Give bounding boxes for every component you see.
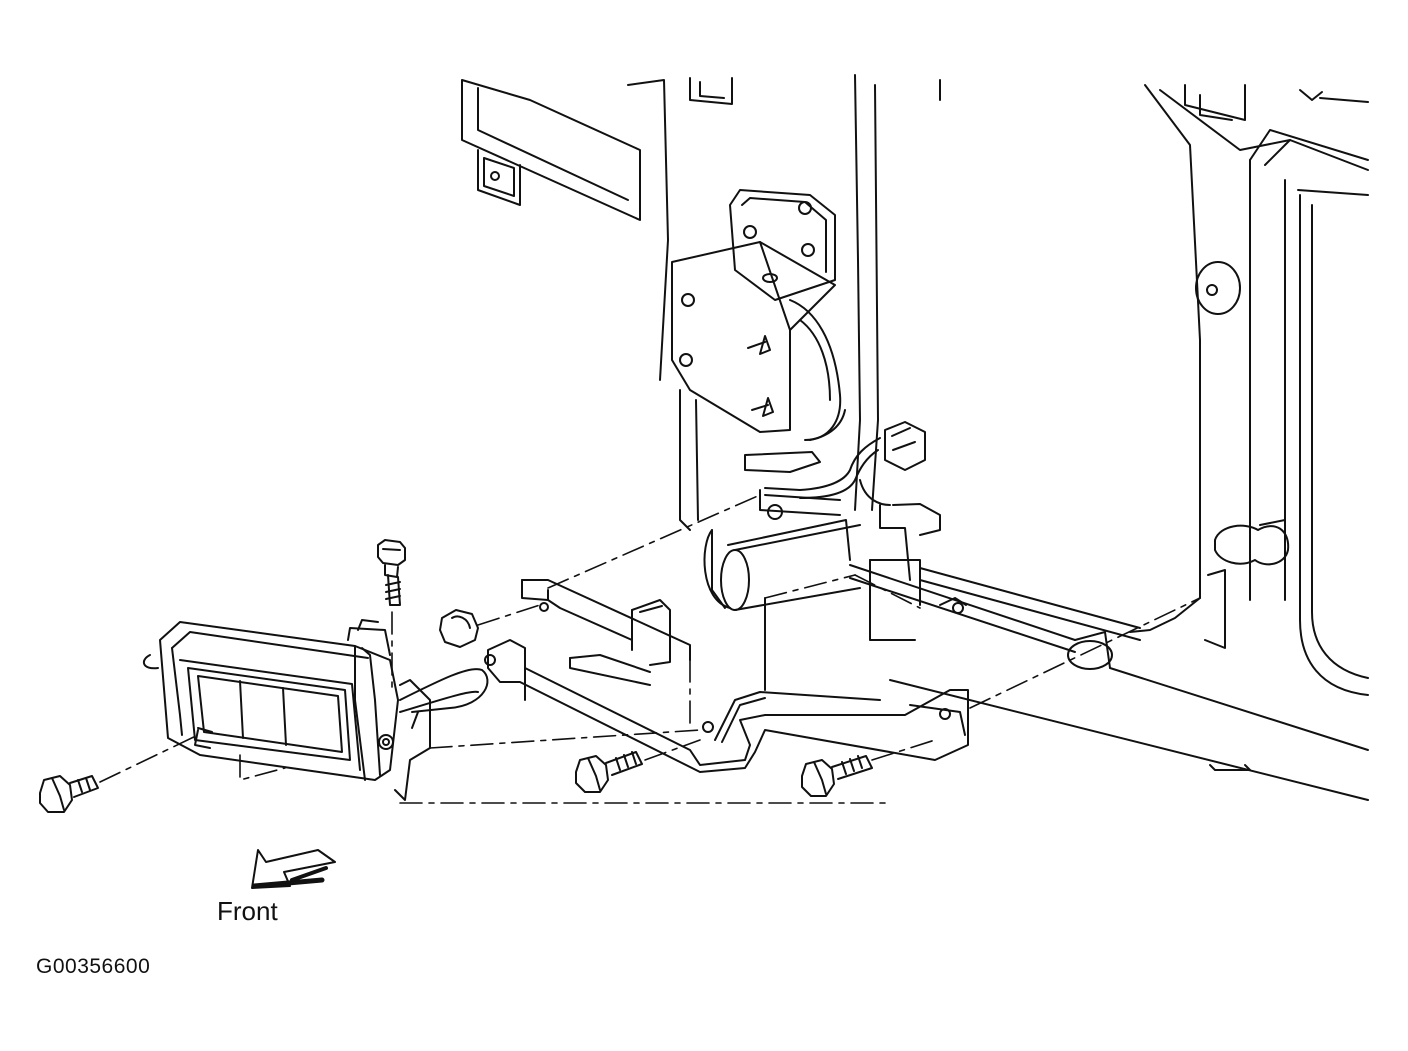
mounting-bracket bbox=[484, 579, 969, 773]
fog-lamp-assembly bbox=[142, 619, 489, 801]
front-direction-label: Front bbox=[217, 896, 278, 926]
vertical-bolt bbox=[377, 539, 406, 606]
lower-frame-rail bbox=[703, 489, 1369, 801]
upper-left-body-panel bbox=[461, 79, 641, 221]
wiring-connector bbox=[744, 421, 926, 506]
front-arrow-icon bbox=[251, 849, 336, 889]
bracket-bolt-right bbox=[801, 755, 873, 797]
hinge-bracket bbox=[671, 189, 846, 441]
alignment-lines bbox=[99, 494, 1201, 804]
lock-nut bbox=[439, 609, 479, 648]
figure-id-label: G00356600 bbox=[36, 955, 151, 978]
bracket-bolt-center bbox=[575, 751, 643, 793]
right-body-pillar bbox=[1129, 84, 1369, 696]
lamp-mounting-bolt bbox=[39, 775, 99, 813]
center-pillar bbox=[627, 74, 941, 531]
